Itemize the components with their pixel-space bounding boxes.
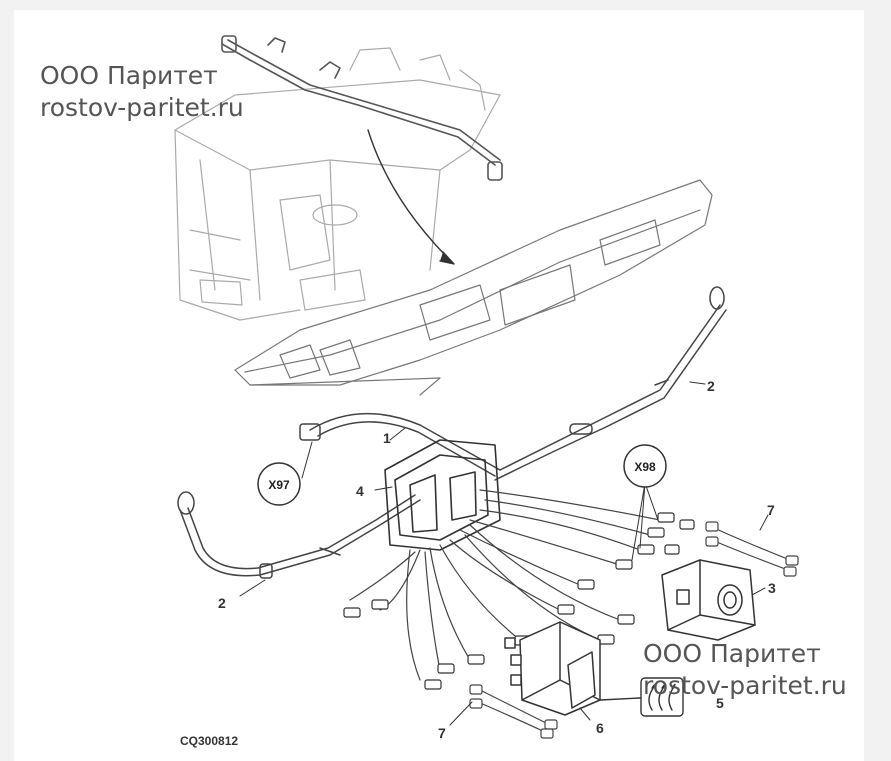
jumper-lead-7 [469, 521, 799, 739]
callout-1: 1 [383, 430, 391, 446]
grommet-4 [384, 439, 501, 551]
rotary-switch-3 [661, 559, 756, 641]
figure-code: CQ300812 [180, 734, 239, 748]
callout-5: 5 [716, 695, 724, 711]
callout-7-right: 7 [767, 502, 775, 518]
callout-6: 6 [596, 720, 604, 736]
leader-lines [239, 381, 769, 726]
x97-label: X97 [268, 478, 290, 492]
callout-7-bottom: 7 [438, 725, 446, 741]
watermark-top: ООО Паритет rostov-paritet.ru [40, 60, 244, 124]
callout-4: 4 [356, 483, 364, 499]
harness-2-left [177, 491, 421, 579]
callout-2-right: 2 [707, 378, 715, 394]
watermark-bottom: ООО Паритет rostov-paritet.ru [643, 638, 847, 702]
x98-label: X98 [634, 460, 656, 474]
heater-symbol-5 [599, 677, 684, 717]
rocker-switch-6 [504, 621, 601, 716]
main-harness [299, 286, 727, 481]
watermark-company: ООО Паритет [643, 639, 821, 668]
headliner-panel [234, 179, 713, 396]
watermark-site: rostov-paritet.ru [40, 93, 244, 122]
connector-callout-x97: X97 [257, 462, 301, 506]
connector-callout-x98: X98 [623, 444, 667, 488]
spade-connectors [343, 512, 695, 690]
watermark-site: rostov-paritet.ru [643, 671, 847, 700]
harness-wires [349, 489, 661, 681]
watermark-company: ООО Паритет [40, 61, 218, 90]
tractor-cab [174, 47, 501, 321]
callout-3: 3 [768, 580, 776, 596]
pointer-arrow [367, 129, 451, 261]
roof-harness [221, 35, 503, 181]
callout-2-left: 2 [218, 595, 226, 611]
